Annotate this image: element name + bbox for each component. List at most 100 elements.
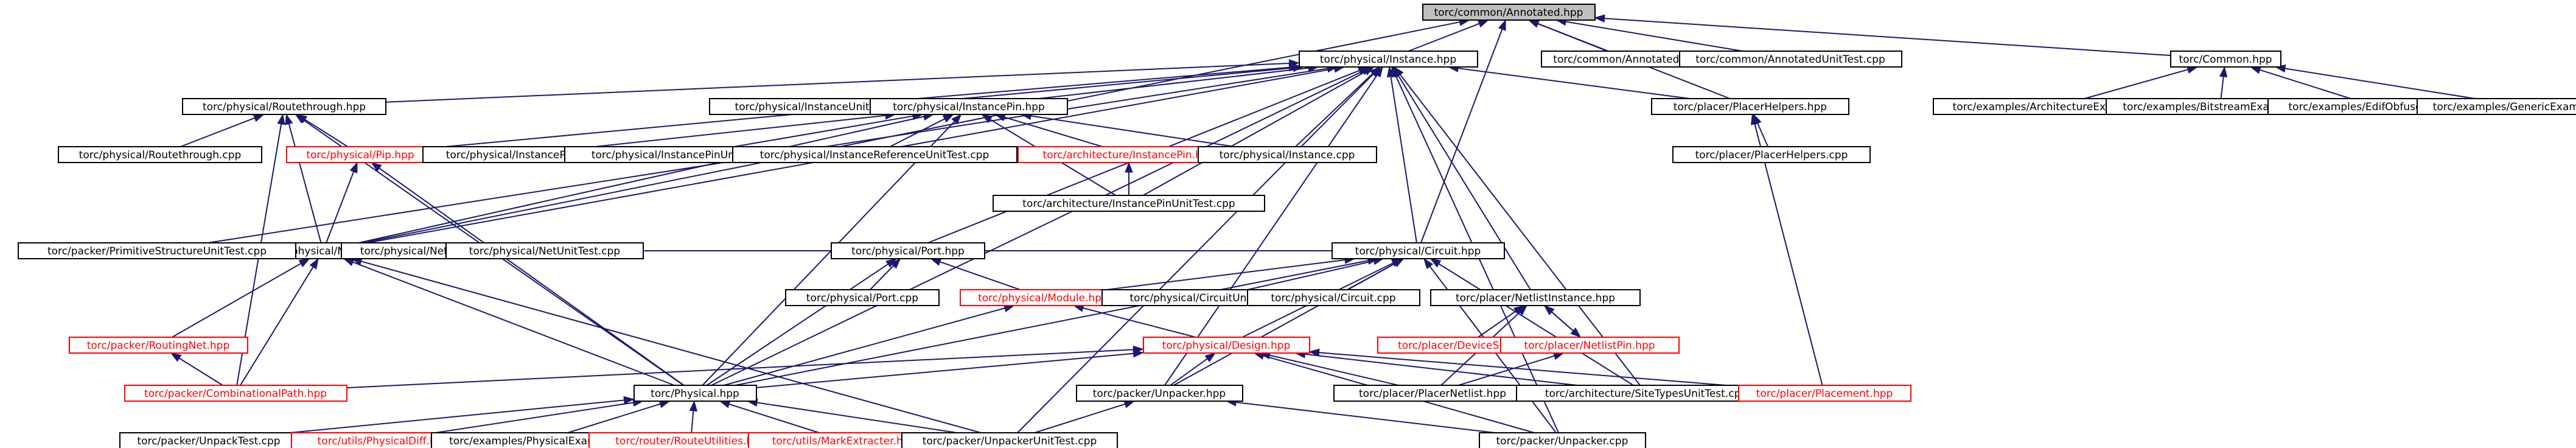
node-label: torc/placer/PlacerNetlist.hpp: [1359, 388, 1506, 400]
node-common-hpp[interactable]: torc/Common.hpp: [2170, 51, 2281, 68]
edge-site-types-unittest-cpp-to-circuit-hpp: [1429, 258, 1634, 386]
node-box: [445, 242, 644, 259]
node-annotated-cpp[interactable]: torc/common/Annotated.cpp: [1541, 51, 1714, 68]
edge-line: [1408, 23, 1480, 52]
node-site-types-unittest-cpp[interactable]: torc/architecture/SiteTypesUnitTest.cpp: [1516, 385, 1776, 402]
node-label: torc/physical/Circuit.hpp: [1355, 245, 1481, 257]
node-unpack-test-cpp[interactable]: torc/packer/UnpackTest.cpp: [119, 432, 299, 448]
edge-line: [1420, 29, 1503, 243]
node-primitive-structure-unittest-cpp[interactable]: torc/packer/PrimitiveStructureUnitTest.c…: [18, 242, 296, 259]
node-box: [1143, 337, 1310, 354]
node-circuit-cpp[interactable]: torc/physical/Circuit.cpp: [1247, 289, 1420, 306]
node-port-hpp[interactable]: torc/physical/Port.hpp: [831, 242, 985, 259]
node-physical-hpp[interactable]: torc/Physical.hpp: [634, 385, 757, 402]
node-instance-hpp[interactable]: torc/physical/Instance.hpp: [1299, 51, 1478, 68]
node-box: [1198, 146, 1377, 163]
edge-annotated-unittest-cpp-to-annotated-hpp: [1555, 18, 1743, 52]
edge-physical-hpp-to-net-hpp: [343, 258, 675, 386]
node-pip-hpp[interactable]: torc/physical/Pip.hpp: [286, 146, 435, 163]
edge-line: [733, 115, 913, 147]
node-label: torc/packer/Unpacker.hpp: [1093, 388, 1226, 400]
node-label: torc/physical/Design.hpp: [1162, 340, 1291, 352]
edge-line: [1106, 259, 1346, 290]
edge-line: [1236, 401, 1495, 433]
node-net-unittest-cpp[interactable]: torc/physical/NetUnitTest.cpp: [445, 242, 644, 259]
edge-line: [1030, 115, 1235, 147]
edge-line: [352, 261, 675, 386]
node-instance-cpp[interactable]: torc/physical/Instance.cpp: [1198, 146, 1377, 163]
node-box: [1422, 4, 1596, 21]
node-instance-reference-unittest-cpp[interactable]: torc/physical/InstanceReferenceUnitTest.…: [732, 146, 1017, 163]
arrowhead-icon: [170, 352, 182, 362]
node-instancepin-hpp[interactable]: torc/physical/InstancePin.hpp: [870, 98, 1068, 115]
node-label: torc/physical/Port.cpp: [806, 292, 918, 304]
node-routethrough-cpp[interactable]: torc/physical/Routethrough.cpp: [58, 146, 262, 163]
node-box: [182, 98, 386, 115]
node-box: [831, 242, 985, 259]
node-box: [1076, 385, 1243, 402]
arrowhead-icon: [1429, 258, 1442, 268]
edge-module-hpp-to-port-hpp: [930, 258, 1021, 290]
node-box: [1500, 337, 1680, 354]
node-box: [785, 289, 940, 306]
node-box: [119, 432, 299, 448]
edge-net-hpp-to-instancepin-hpp: [358, 113, 935, 243]
node-port-cpp[interactable]: torc/physical/Port.cpp: [785, 289, 940, 306]
edge-physical-hpp-to-circuit-hpp: [735, 256, 1379, 386]
node-unpacker-hpp[interactable]: torc/packer/Unpacker.hpp: [1076, 385, 1243, 402]
node-label: torc/placer/NetlistPin.hpp: [1524, 340, 1655, 352]
node-label: torc/architecture/SiteTypesUnitTest.cpp: [1545, 388, 1747, 400]
edge-line: [2084, 69, 2188, 99]
node-placerhelpers-hpp[interactable]: torc/placer/PlacerHelpers.hpp: [1651, 98, 1849, 115]
edge-line: [1565, 21, 1743, 52]
arrowhead-icon: [1570, 327, 1582, 338]
node-routing-net-hpp[interactable]: torc/packer/RoutingNet.hpp: [69, 337, 248, 354]
node-box: [2417, 98, 2576, 115]
arrowhead-icon: [295, 114, 307, 124]
edge-line: [361, 261, 982, 433]
edge-line: [172, 263, 301, 338]
node-netlist-pin-hpp[interactable]: torc/placer/NetlistPin.hpp: [1500, 337, 1680, 354]
edge-line: [1457, 68, 1690, 99]
nodes-layer: torc/common/Annotated.hpp torc/physical/I…: [18, 4, 2576, 448]
node-netlist-instance-hpp[interactable]: torc/placer/NetlistInstance.hpp: [1430, 289, 1641, 306]
edge-physical-hpp-to-design-hpp: [756, 349, 1144, 388]
edge-line: [180, 117, 255, 147]
node-box: [286, 146, 435, 163]
node-placement-hpp[interactable]: torc/placer/Placement.hpp: [1738, 385, 1911, 402]
node-unpacker-unittest-cpp[interactable]: torc/packer/UnpackerUnitTest.cpp: [901, 432, 1118, 448]
node-annotated-unittest-cpp[interactable]: torc/common/AnnotatedUnitTest.cpp: [1679, 51, 1902, 68]
arrowhead-icon: [623, 396, 635, 405]
node-label: torc/packer/RoutingNet.hpp: [87, 340, 230, 352]
edge-line: [1142, 71, 1366, 196]
node-routethrough-hpp[interactable]: torc/physical/Routethrough.hpp: [182, 98, 386, 115]
edge-line: [1164, 74, 1378, 386]
node-placer-netlist-hpp[interactable]: torc/placer/PlacerNetlist.hpp: [1333, 385, 1532, 402]
node-combinational-path-hpp[interactable]: torc/packer/CombinationalPath.hpp: [124, 385, 347, 402]
arrowhead-icon: [277, 113, 285, 125]
node-box: [634, 385, 757, 402]
node-design-hpp[interactable]: torc/physical/Design.hpp: [1143, 337, 1310, 354]
arrowhead-icon: [2219, 66, 2228, 78]
edge-line: [358, 116, 924, 243]
edge-bitstream-example-cpp-to-common-hpp: [2219, 66, 2228, 99]
node-label: torc/architecture/InstancePinUnitTest.cp…: [1022, 198, 1235, 210]
edge-module-hpp-to-circuit-hpp: [1106, 256, 1356, 290]
node-generic-example-cpp[interactable]: torc/examples/GenericExample.cpp: [2417, 98, 2576, 115]
edge-edif-obfuscator-cpp-to-common-hpp: [2249, 66, 2351, 99]
edge-line: [890, 118, 945, 147]
node-annotated-hpp[interactable]: torc/common/Annotated.hpp: [1422, 4, 1596, 21]
node-unpacker-cpp[interactable]: torc/packer/Unpacker.cpp: [1479, 432, 1646, 448]
node-label: torc/placer/PlacerHelpers.cpp: [1695, 149, 1848, 161]
edge-combinational-path-hpp-to-design-hpp: [346, 345, 1144, 389]
edge-line: [1458, 355, 1555, 386]
node-circuit-hpp[interactable]: torc/physical/Circuit.hpp: [1332, 242, 1505, 259]
node-box: [2170, 51, 2281, 68]
node-arch-instancepin-unittest-cpp[interactable]: torc/architecture/InstancePinUnitTest.cp…: [993, 195, 1265, 212]
edge-line: [1004, 116, 1103, 147]
edge-circuit-hpp-to-instance-hpp: [1386, 66, 1417, 243]
node-placerhelpers-cpp[interactable]: torc/placer/PlacerHelpers.cpp: [1672, 146, 1871, 163]
edge-unpacker-hpp-to-circuit-hpp: [1173, 258, 1405, 386]
arrowhead-icon: [1391, 66, 1400, 78]
node-label: torc/physical/Net.cpp: [360, 245, 470, 257]
